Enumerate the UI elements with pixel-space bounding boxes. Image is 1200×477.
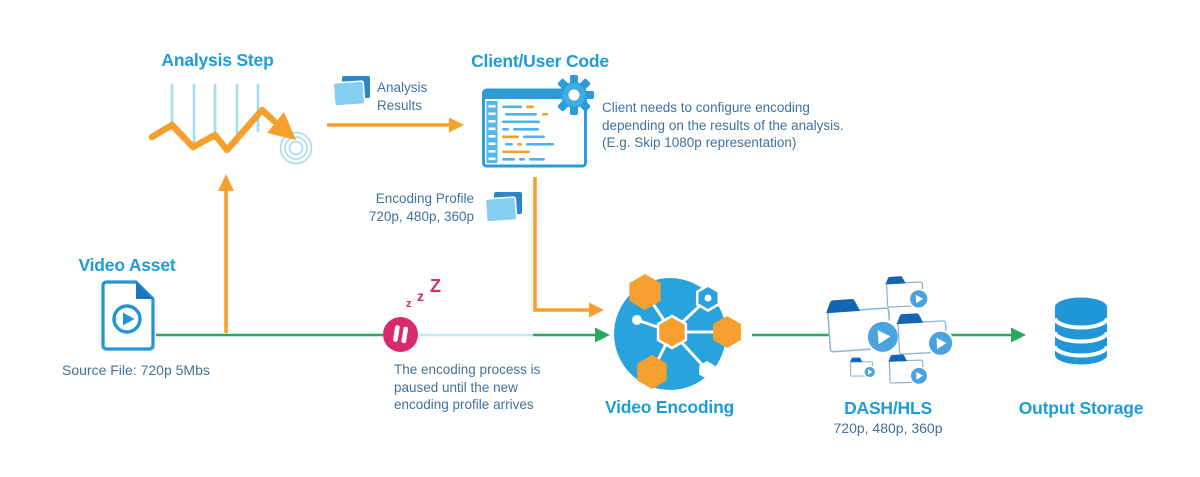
arrow-client-to-encoding <box>533 177 589 312</box>
client-note-line1: Client needs to configure encoding <box>602 100 810 115</box>
waveform-arrowhead <box>267 112 296 140</box>
folder-tiny <box>850 357 877 379</box>
sleep-z2: z <box>417 288 424 304</box>
analysis-waveform-icon <box>148 84 313 165</box>
encoding-profile-line2: 720p, 480p, 360p <box>368 208 474 224</box>
sleep-z1: z <box>406 298 412 310</box>
video-asset-title: Video Asset <box>78 255 176 275</box>
analysis-results-label: Analysis Results <box>377 79 427 114</box>
hex-top-left <box>629 274 661 310</box>
orange-arrowhead-client <box>449 117 464 133</box>
output-storage-title: Output Storage <box>1018 398 1144 418</box>
dash-hls-folders-icon <box>825 276 955 386</box>
folder-small-bottom <box>888 354 929 386</box>
client-note: Client needs to configure encoding depen… <box>602 99 844 152</box>
analysis-step-title: Analysis Step <box>161 50 274 70</box>
folder-medium <box>896 313 955 357</box>
dash-hls-title: DASH/HLS <box>844 398 932 418</box>
client-note-line2: depending on the results of the analysis… <box>602 117 844 133</box>
hex-bottom-right <box>699 361 715 379</box>
video-encoding-title: Video Encoding <box>604 397 735 417</box>
pause-icon <box>383 317 418 352</box>
video-asset-caption: Source File: 720p 5Mbs <box>62 362 210 378</box>
encoding-profile-label: Encoding Profile 720p, 480p, 360p <box>352 190 474 225</box>
analysis-results-line1: Analysis <box>377 80 428 95</box>
code-lines <box>502 105 554 161</box>
sleep-z3: Z <box>430 276 441 296</box>
hex-right <box>713 316 741 348</box>
code-editor-icon <box>482 75 594 168</box>
encoding-profile-files-icon <box>484 192 522 223</box>
video-file-icon <box>101 280 155 351</box>
encoding-profile-line1: Encoding Profile <box>375 191 474 206</box>
video-encoding-icon <box>614 274 741 390</box>
play-triangle <box>123 312 135 326</box>
client-note-line3: (E.g. Skip 1080p representation) <box>602 135 797 150</box>
pause-note-line2: paused until the new <box>394 379 518 395</box>
hex-center <box>656 314 688 350</box>
pause-note: The encoding process is paused until the… <box>394 361 540 414</box>
file-fold-corner <box>136 282 153 299</box>
analysis-results-line2: Results <box>377 97 423 113</box>
pause-note-line3: encoding profile arrives <box>394 397 534 412</box>
database-icon <box>1053 297 1109 365</box>
pause-note-line1: The encoding process is <box>394 362 541 377</box>
analysis-results-files-icon <box>332 76 370 107</box>
green-arrowhead-encoding <box>595 327 610 343</box>
hex-bottom-left <box>637 355 667 389</box>
gear-icon <box>554 75 594 115</box>
orange-arrowhead-up <box>218 174 234 191</box>
dash-hls-subtitle: 720p, 480p, 360p <box>833 420 943 436</box>
target-circles-icon <box>279 131 313 165</box>
green-arrowhead-storage <box>1011 327 1026 343</box>
client-user-code-title: Client/User Code <box>471 51 609 71</box>
orange-arrowhead-elbow <box>589 302 604 318</box>
node-dot <box>632 315 642 325</box>
folder-small-top <box>885 276 930 310</box>
